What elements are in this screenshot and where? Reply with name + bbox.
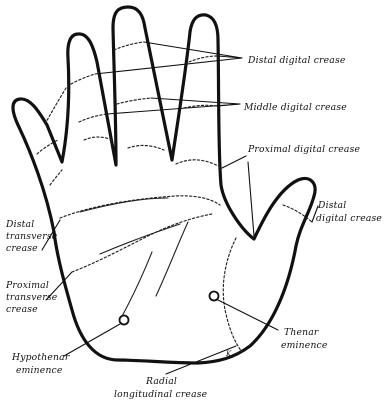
label-distal-digital-thumb-line2: digital crease [316,213,382,224]
label-radial-longitudinal-crease: Radial longitudinal crease [114,376,208,400]
label-middle-digital-crease: Middle digital crease [243,102,347,113]
leader-thenar [218,300,278,330]
label-distal-digital-thumb-line1: Distal [317,200,346,211]
distal-transverse-crease-line [60,196,220,218]
thenar-marker [210,292,219,301]
label-distal-digital-thumb: Distal digital crease [316,200,382,224]
proximal-digital-crease-index [84,137,112,140]
label-proximal-digital-crease: Proximal digital crease [247,144,361,155]
proximal-transverse-crease-line [72,214,212,272]
label-hypothenar-eminence: Hypothenar eminence [11,352,73,376]
middle-digital-crease-index [79,114,107,122]
label-proximal-transverse-line3: crease [6,304,38,315]
palm-line-1 [80,198,168,212]
label-proximal-transverse-line1: Proximal [5,280,49,291]
label-hypothenar-line1: Hypothenar [11,352,70,363]
leader-proximal-digital-thumb [248,162,254,236]
label-thenar-line2: eminence [281,340,328,351]
label-distal-transverse-line3: crease [6,243,38,254]
palm-line-4 [120,252,152,320]
label-proximal-transverse-line2: transverse [6,292,58,303]
distal-digital-crease-middle [114,42,144,50]
label-thenar-eminence: Thenar eminence [281,327,328,351]
label-hypothenar-line2: eminence [16,365,63,376]
proximal-digital-crease-middle [128,145,164,150]
palm-line-2 [100,224,180,254]
label-proximal-transverse-crease: Proximal transverse crease [5,280,61,315]
leader-proximal-digital [222,156,246,168]
palm-line-3 [156,222,188,296]
distal-digital-crease-little [45,88,66,124]
leader-distal-digital-middle [144,42,242,58]
distal-digital-crease-index [71,74,95,84]
label-distal-transverse-line2: transverse [6,231,58,242]
proximal-digital-crease-ring [176,160,222,168]
label-radial-line1: Radial [145,376,177,387]
author-initials: K [225,350,232,358]
middle-digital-crease-middle [117,98,151,104]
proximal-digital-crease-little [50,170,62,185]
hypothenar-marker [120,316,129,325]
radial-longitudinal-crease-line [223,238,242,352]
label-distal-transverse-line1: Distal [5,219,34,230]
leader-middle-digital-middle [151,98,240,104]
label-radial-line2: longitudinal crease [114,389,208,400]
label-thenar-line1: Thenar [284,327,319,338]
label-distal-digital-crease: Distal digital crease [247,55,346,66]
